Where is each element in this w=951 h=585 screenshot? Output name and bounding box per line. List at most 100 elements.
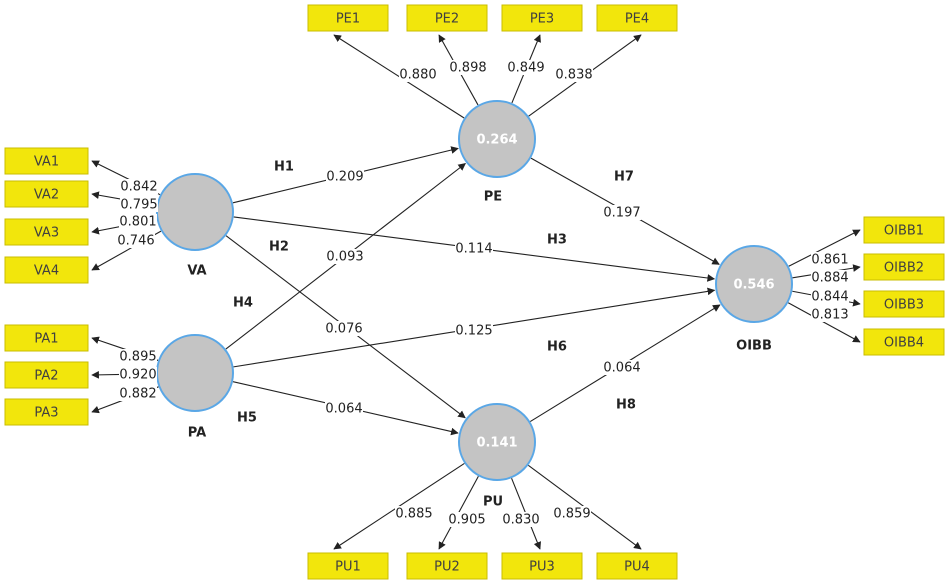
loading-label-bg bbox=[811, 289, 849, 304]
hypothesis-label-h5: H5 bbox=[237, 411, 257, 426]
indicator-box-pu4 bbox=[596, 552, 678, 580]
indicator-label-oibb2: OIBB2 bbox=[884, 261, 924, 276]
r-squared-oibb: 0.546 bbox=[733, 278, 774, 293]
indicator-box-pu1 bbox=[307, 552, 389, 580]
loading-value-oibb3: 0.844 bbox=[811, 290, 848, 305]
loading-label-bg bbox=[119, 386, 157, 401]
indicator-box-pe1 bbox=[307, 4, 389, 32]
loading-label-bg bbox=[120, 197, 158, 212]
indicator-box-oibb4 bbox=[863, 328, 945, 356]
indicator-box-va3 bbox=[4, 218, 89, 246]
path-coefficient-h4: 0.093 bbox=[326, 250, 363, 265]
construct-pa bbox=[156, 334, 234, 412]
loading-label-bg bbox=[811, 270, 849, 285]
coef-label-bg bbox=[325, 321, 363, 336]
construct-label-pa: PA bbox=[188, 426, 206, 441]
indicator-label-oibb4: OIBB4 bbox=[884, 336, 924, 351]
loading-label-bg bbox=[811, 252, 849, 267]
hypothesis-label-h2: H2 bbox=[269, 240, 289, 255]
loading-arrow-oibb4 bbox=[787, 302, 861, 343]
indicator-label-va3: VA3 bbox=[34, 226, 59, 241]
path-coefficient-h5: 0.064 bbox=[325, 402, 362, 417]
loading-value-pa1: 0.895 bbox=[119, 350, 156, 365]
hypothesis-label-h6: H6 bbox=[547, 340, 567, 355]
loading-label-bg bbox=[120, 179, 158, 194]
coef-label-bg bbox=[455, 241, 493, 256]
r-squared-pu: 0.141 bbox=[476, 436, 517, 451]
labels-layer: 0.8420.7950.8010.7460.8950.9200.8820.880… bbox=[117, 60, 849, 528]
loading-label-bg bbox=[811, 307, 849, 322]
hypothesis-label-h7: H7 bbox=[614, 170, 634, 185]
loading-value-pe2: 0.898 bbox=[449, 61, 486, 76]
loading-value-pe3: 0.849 bbox=[507, 61, 544, 76]
coef-label-bg bbox=[603, 360, 641, 375]
indicator-box-oibb2 bbox=[863, 253, 945, 281]
path-coefficient-h7: 0.197 bbox=[603, 206, 640, 221]
path-coefficient-h8: 0.064 bbox=[603, 361, 640, 376]
construct-label-pe: PE bbox=[484, 190, 502, 205]
loading-value-pu2: 0.905 bbox=[448, 513, 485, 528]
indicator-label-pu3: PU3 bbox=[529, 560, 555, 575]
loading-value-pa2: 0.920 bbox=[119, 368, 156, 383]
loading-label-bg bbox=[555, 67, 593, 82]
loading-label-bg bbox=[502, 512, 540, 527]
path-coefficient-h2: 0.076 bbox=[325, 322, 362, 337]
indicator-label-pe3: PE3 bbox=[530, 12, 554, 27]
coef-label-bg bbox=[326, 249, 364, 264]
construct-va bbox=[156, 173, 234, 251]
loading-value-oibb4: 0.813 bbox=[811, 308, 848, 323]
loading-value-pe4: 0.838 bbox=[555, 68, 592, 83]
loading-label-bg bbox=[119, 367, 157, 382]
construct-label-oibb: OIBB bbox=[736, 339, 772, 354]
indicator-label-va4: VA4 bbox=[34, 264, 59, 279]
loading-value-va2: 0.795 bbox=[120, 198, 157, 213]
loading-label-bg bbox=[449, 60, 487, 75]
indicator-label-va2: VA2 bbox=[34, 188, 59, 203]
hypothesis-label-h4: H4 bbox=[233, 296, 253, 311]
indicator-box-pa3 bbox=[4, 398, 89, 426]
loading-label-bg bbox=[117, 233, 155, 248]
loading-value-va3: 0.801 bbox=[119, 215, 156, 230]
r-squared-pe: 0.264 bbox=[476, 133, 517, 148]
hypothesis-label-h8: H8 bbox=[616, 398, 636, 413]
construct-pe bbox=[458, 100, 536, 178]
loading-label-bg bbox=[399, 67, 437, 82]
loading-value-pu1: 0.885 bbox=[395, 507, 432, 522]
indicator-label-va1: VA1 bbox=[34, 155, 59, 170]
indicator-box-oibb3 bbox=[863, 290, 945, 318]
coef-label-bg bbox=[326, 169, 364, 184]
indicator-label-pe4: PE4 bbox=[625, 12, 649, 27]
indicator-label-pu4: PU4 bbox=[624, 560, 650, 575]
loading-label-bg bbox=[507, 60, 545, 75]
loading-label-bg bbox=[119, 214, 157, 229]
loading-value-pa3: 0.882 bbox=[119, 387, 156, 402]
loading-value-oibb2: 0.884 bbox=[811, 271, 848, 286]
indicator-box-va1 bbox=[4, 147, 89, 175]
loading-label-bg bbox=[395, 506, 433, 521]
indicator-label-oibb3: OIBB3 bbox=[884, 298, 924, 313]
indicator-box-pe2 bbox=[406, 4, 488, 32]
loading-value-va4: 0.746 bbox=[117, 234, 154, 249]
coef-label-bg bbox=[455, 323, 493, 338]
indicator-box-pe4 bbox=[596, 4, 678, 32]
construct-pu bbox=[458, 403, 536, 481]
indicator-box-pe3 bbox=[501, 4, 583, 32]
indicator-label-pu1: PU1 bbox=[335, 560, 361, 575]
indicator-box-va2 bbox=[4, 180, 89, 208]
loading-value-pu3: 0.830 bbox=[502, 513, 539, 528]
construct-oibb bbox=[715, 245, 793, 323]
indicator-box-oibb1 bbox=[863, 216, 945, 244]
indicator-label-pa2: PA2 bbox=[34, 369, 58, 384]
indicator-box-pa2 bbox=[4, 361, 89, 389]
indicator-box-pu3 bbox=[501, 552, 583, 580]
loading-label-bg bbox=[119, 349, 157, 364]
coef-label-bg bbox=[325, 401, 363, 416]
loading-value-oibb1: 0.861 bbox=[811, 253, 848, 268]
indicator-box-pa1 bbox=[4, 324, 89, 352]
hypothesis-label-h1: H1 bbox=[274, 160, 294, 175]
loading-label-bg bbox=[553, 506, 591, 521]
indicator-box-pu2 bbox=[406, 552, 488, 580]
coef-label-bg bbox=[603, 205, 641, 220]
